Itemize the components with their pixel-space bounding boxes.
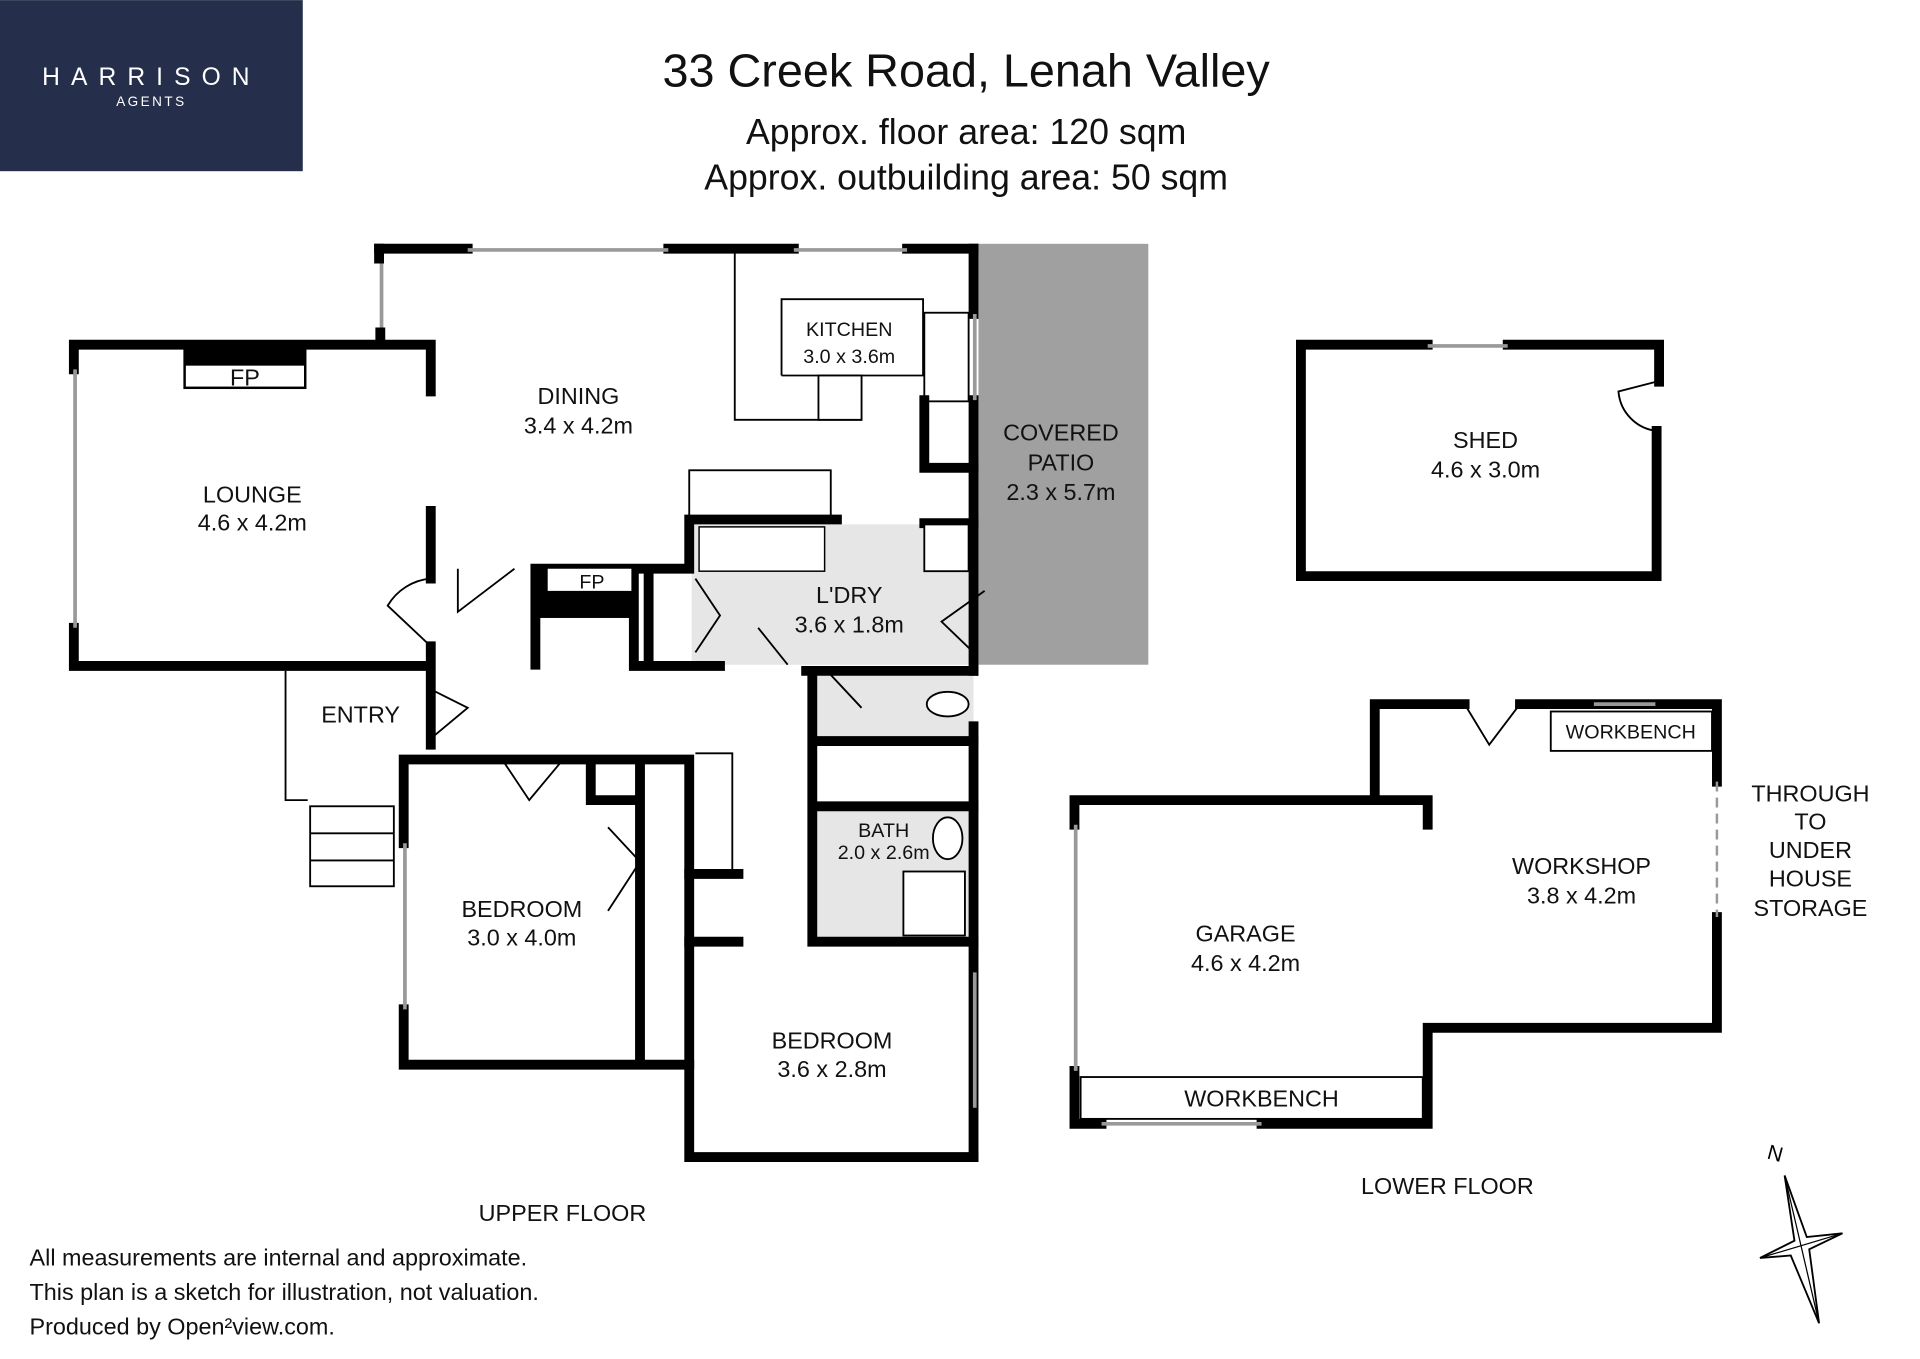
plan-label: 3.0 x 4.0m: [467, 924, 576, 950]
covered-patio-area: [978, 243, 1149, 665]
plan-label: Produced by Open²view.com.: [30, 1313, 335, 1339]
plan-label: 3.4 x 4.2m: [524, 412, 633, 438]
upper-floor-label: UPPER FLOOR: [479, 1200, 647, 1226]
plan-label: ENTRY: [321, 702, 400, 728]
plan-label: 3.8 x 4.2m: [1527, 883, 1636, 909]
plan-label: 2.3 x 5.7m: [1006, 479, 1115, 505]
plan-label: FP: [230, 364, 260, 390]
lower-floor-plan: SHED 4.6 x 3.0m WORKBENCH WORKBENCH GARA…: [1069, 339, 1870, 1199]
plan-label: WORKBENCH: [1184, 1086, 1339, 1112]
floor-area: Approx. floor area: 120 sqm: [746, 112, 1186, 152]
plan-label: UNDER: [1769, 837, 1852, 863]
upper-floor-plan: FP FP DINING 3.4 x 4.2m KITC: [68, 243, 1149, 1226]
plan-label: BEDROOM: [461, 896, 582, 922]
plan-label: TO: [1794, 809, 1826, 835]
plan-label: DINING: [538, 383, 620, 409]
plan-label: WORKSHOP: [1512, 853, 1651, 879]
plan-label: L'DRY: [816, 582, 883, 608]
plan-label: This plan is a sketch for illustration, …: [30, 1279, 539, 1305]
property-title: 33 Creek Road, Lenah Valley: [663, 44, 1271, 96]
plan-label: 4.6 x 4.2m: [198, 510, 307, 536]
plan-label: BEDROOM: [772, 1028, 893, 1054]
plan-label: LOUNGE: [203, 481, 302, 507]
plan-label: KITCHEN: [806, 319, 892, 341]
outbuilding-area: Approx. outbuilding area: 50 sqm: [704, 158, 1228, 198]
plan-label: STORAGE: [1754, 895, 1868, 921]
plan-label: BATH: [858, 820, 909, 842]
plan-label: SHED: [1453, 427, 1518, 453]
plan-label: N: [1765, 1141, 1786, 1167]
plan-label: 3.6 x 1.8m: [795, 612, 904, 638]
plan-label: AGENTS: [116, 94, 186, 109]
plan-label: HOUSE: [1769, 865, 1852, 891]
plan-label: HARRISON: [42, 64, 261, 91]
plan-label: 3.6 x 2.8m: [777, 1056, 886, 1082]
plan-label: 3.0 x 3.6m: [803, 346, 895, 368]
plan-label: COVERED: [1003, 420, 1119, 446]
plan-label: 4.6 x 4.2m: [1191, 950, 1300, 976]
plan-label: THROUGH: [1751, 780, 1869, 806]
lower-floor-label: LOWER FLOOR: [1361, 1173, 1534, 1199]
compass-north-arrow-icon: N: [1759, 1141, 1843, 1324]
plan-label: FP: [579, 571, 604, 593]
harrison-logo: HARRISON AGENTS: [0, 0, 303, 172]
plan-label: PATIO: [1028, 449, 1095, 475]
plan-label: 4.6 x 3.0m: [1431, 457, 1540, 483]
plan-label: GARAGE: [1196, 921, 1296, 947]
disclaimer: All measurements are internal and approx…: [30, 1244, 539, 1339]
plan-label: WORKBENCH: [1566, 722, 1696, 744]
plan-label: All measurements are internal and approx…: [30, 1244, 528, 1270]
plan-label: 2.0 x 2.6m: [838, 842, 930, 864]
